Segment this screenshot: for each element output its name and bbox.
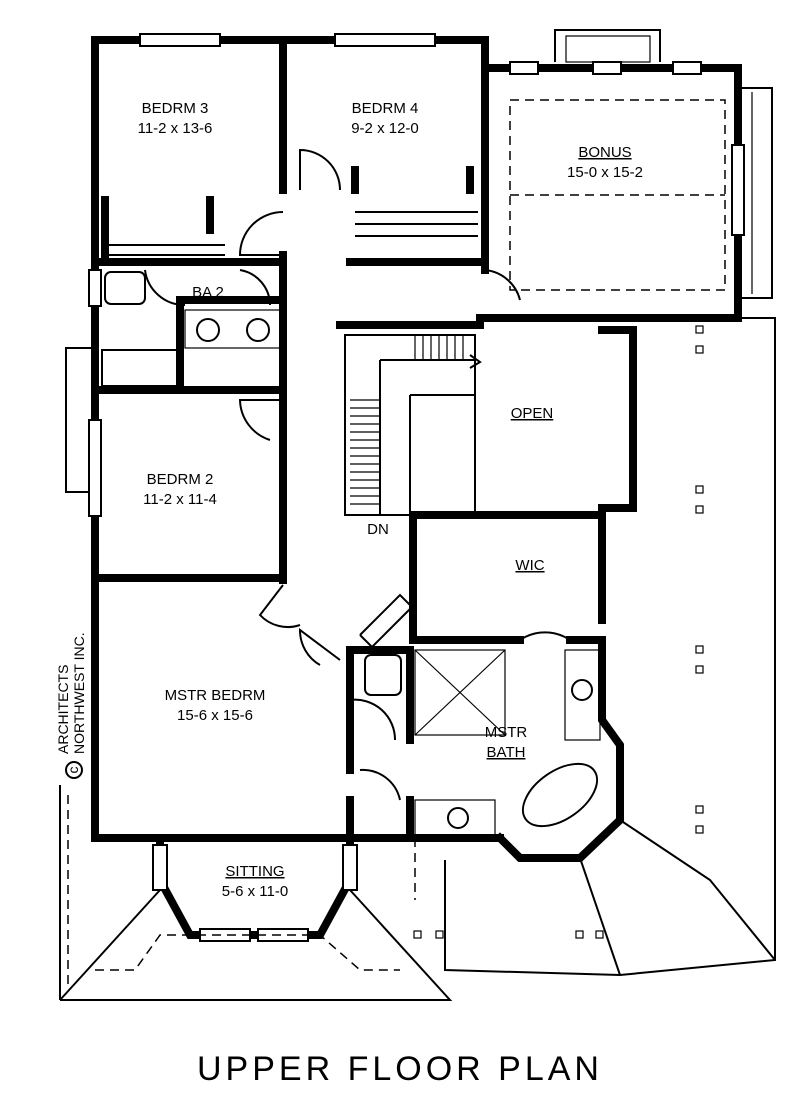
fixtures — [101, 271, 601, 836]
bonus-name: BONUS — [578, 144, 631, 161]
bedrm2-side-bay — [65, 269, 102, 517]
wic-name: WIC — [515, 557, 544, 574]
deck-post — [575, 930, 584, 939]
deck-post — [695, 325, 704, 334]
stair-dn-label: DN — [367, 521, 389, 538]
credit-line1: ARCHITECTS — [55, 665, 71, 754]
open-name: OPEN — [511, 405, 554, 422]
interior-walls — [91, 36, 624, 862]
deck-posts — [413, 325, 704, 939]
room-labels: BEDRM 3 11-2 x 13-6 BEDRM 4 9-2 x 12-0 B… — [138, 100, 643, 900]
deck-post — [413, 930, 422, 939]
deck-post — [595, 930, 604, 939]
bedrm3-size: 11-2 x 13-6 — [138, 120, 213, 137]
bedrm2-name: BEDRM 2 — [147, 471, 214, 488]
stair-treads — [350, 399, 380, 505]
deck-post — [695, 805, 704, 814]
bedrm3-name: BEDRM 3 — [142, 100, 209, 117]
copyright-symbol — [65, 761, 83, 779]
mstr-bedrm-name: MSTR BEDRM — [165, 687, 266, 704]
plan-title: UPPER FLOOR PLAN — [197, 1050, 603, 1088]
deck — [413, 317, 776, 977]
sitting-size: 5-6 x 11-0 — [222, 883, 288, 900]
deck-post — [695, 825, 704, 834]
top-windows — [139, 29, 702, 75]
bonus-size: 15-0 x 15-2 — [567, 164, 643, 181]
mstr-bedrm-size: 15-6 x 15-6 — [177, 707, 253, 724]
deck-post — [435, 930, 444, 939]
sitting-name: SITTING — [225, 863, 284, 880]
stairs — [344, 334, 482, 516]
ba2-name: BA 2 — [192, 284, 224, 301]
bonus-side-bay — [731, 87, 773, 299]
closets — [101, 99, 726, 291]
deck-post — [695, 645, 704, 654]
copyright-letter: c — [65, 767, 81, 774]
credit-line2: NORTHWEST INC. — [71, 632, 87, 754]
mstr-bath-name-2: BATH — [487, 744, 526, 761]
mstr-bath-name-1: MSTR — [485, 724, 528, 741]
deck-post — [695, 485, 704, 494]
bedrm4-name: BEDRM 4 — [352, 100, 419, 117]
deck-post — [695, 505, 704, 514]
architect-credit: c ARCHITECTS NORTHWEST INC. — [55, 632, 87, 779]
stair-treads-top — [414, 335, 464, 360]
bedrm4-size: 9-2 x 12-0 — [351, 120, 419, 137]
deck-post — [695, 345, 704, 354]
sitting-bay — [59, 785, 453, 1001]
doors — [144, 148, 571, 801]
deck-post — [695, 665, 704, 674]
bedrm2-size: 11-2 x 11-4 — [143, 491, 217, 508]
